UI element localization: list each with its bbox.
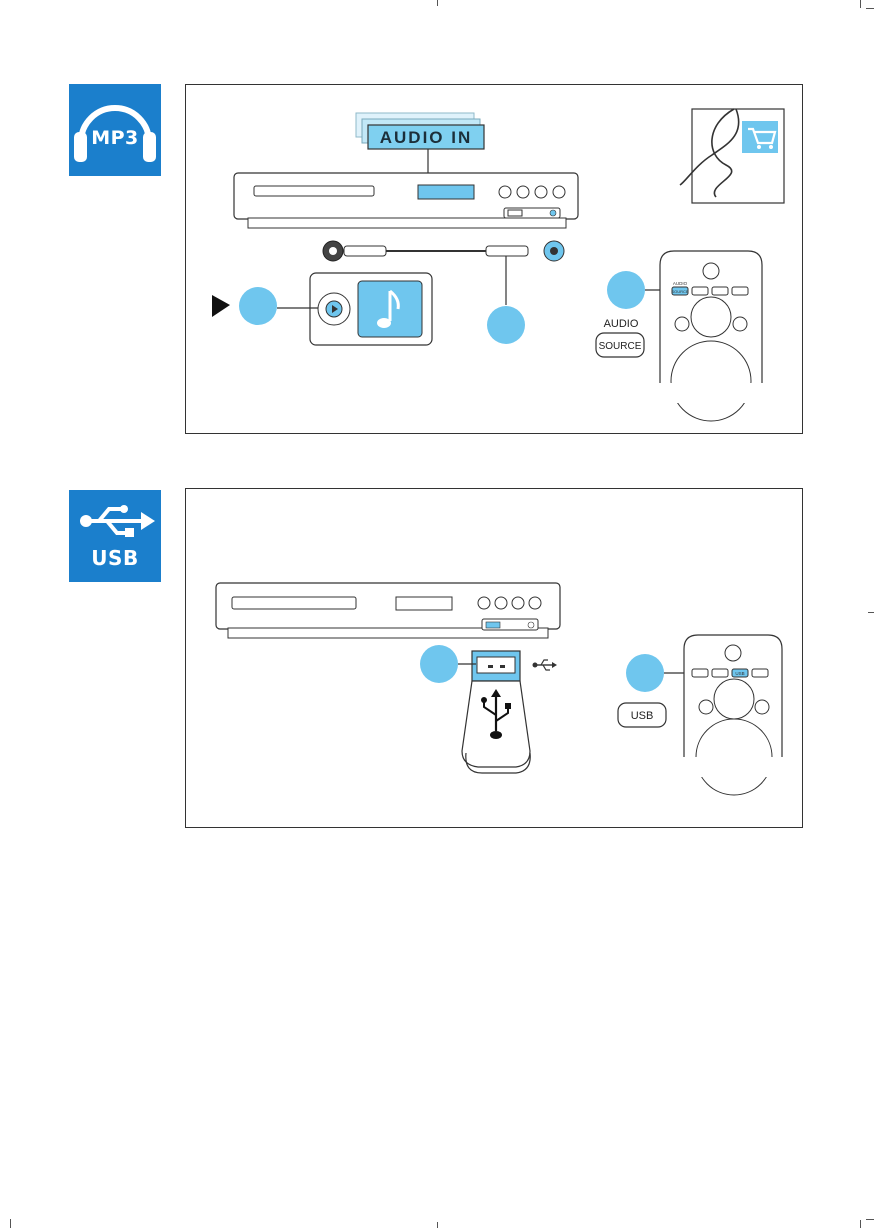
usb-connection-diagram: USB USB — [186, 489, 802, 827]
mp3-illustration-panel: AUDIO IN — [185, 84, 803, 434]
step-marker-3 — [607, 271, 645, 309]
step-marker-1 — [239, 287, 277, 325]
crop-mark — [860, 1220, 861, 1228]
usb-symbol-icon — [533, 660, 558, 670]
mp3-player — [310, 273, 432, 345]
usb-illustration-panel: USB USB — [185, 488, 803, 828]
mp3-label: MP3 — [69, 127, 161, 149]
crop-mark — [860, 0, 861, 8]
step-marker-1 — [420, 645, 458, 683]
play-arrow-icon — [212, 295, 230, 317]
crop-mark — [437, 1222, 438, 1228]
display-text: AUDIO IN — [380, 128, 473, 147]
crop-mark — [866, 8, 874, 9]
step-marker-2 — [487, 306, 525, 344]
mp3-connection-diagram: AUDIO IN — [186, 85, 802, 433]
usb-flash-drive — [462, 651, 530, 773]
crop-mark — [868, 612, 874, 613]
home-theater-player — [216, 583, 560, 638]
cable-accessory-box — [680, 109, 784, 203]
remote-key-text-bottom: SOURCE — [671, 289, 688, 294]
crop-mark — [437, 0, 438, 6]
usb-button-label: USB — [631, 710, 654, 722]
crop-mark — [866, 1219, 874, 1220]
remote-key-text: USB — [735, 671, 744, 676]
usb-label: USB — [69, 546, 161, 570]
home-theater-player — [234, 173, 578, 228]
step-marker-2 — [626, 654, 664, 692]
usb-tile: USB — [69, 490, 161, 582]
source-button-label: SOURCE — [599, 341, 642, 352]
audio-label: AUDIO — [604, 318, 639, 330]
remote-key-text-top: AUDIO — [673, 281, 688, 286]
mp3-tile: MP3 — [69, 84, 161, 176]
crop-mark — [10, 1219, 11, 1228]
